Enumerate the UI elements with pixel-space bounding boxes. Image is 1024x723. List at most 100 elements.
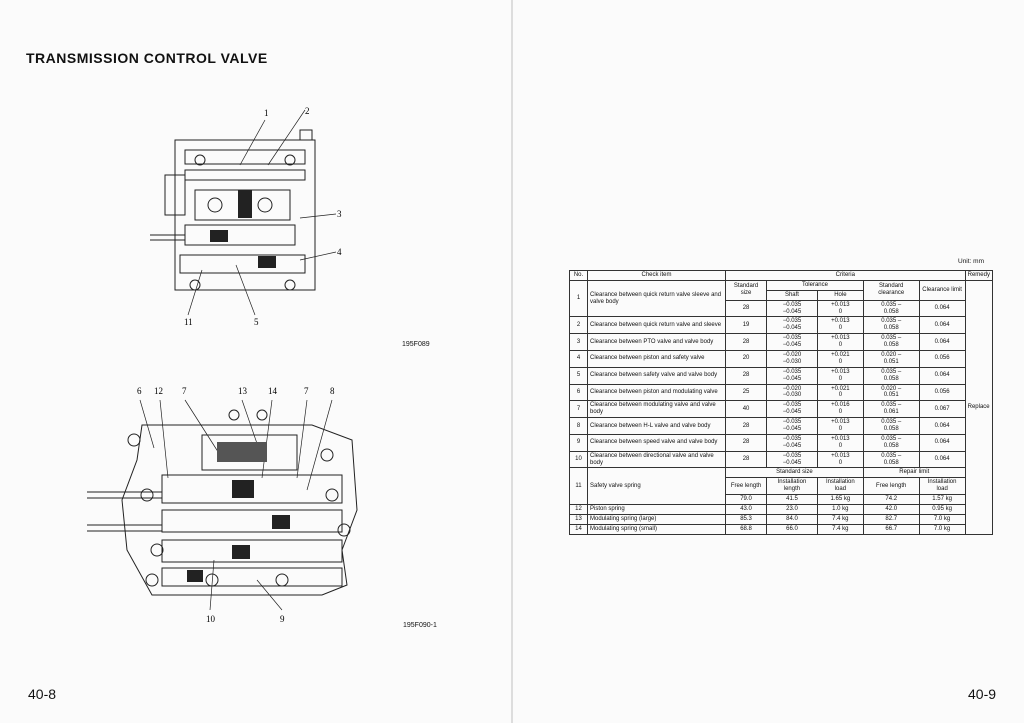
callout-9: 9	[280, 614, 285, 624]
spring-installation-length: 66.0	[766, 523, 818, 535]
spring-installation-load: 7.4 kg	[816, 513, 864, 525]
row-hole: +0.013 0	[816, 433, 864, 452]
spring-installation-load: 1.0 kg	[816, 504, 864, 515]
header-free-length: Free length	[724, 477, 768, 496]
callout-10: 10	[206, 614, 216, 624]
page-number-left: 40-8	[28, 686, 57, 702]
row-hole: +0.013 0	[816, 366, 864, 385]
row-std-clearance: 0.035 – 0.058	[862, 316, 920, 335]
row-shaft: −0.035 −0.045	[766, 316, 818, 335]
header-repair-limit: Repair limit	[862, 467, 966, 479]
row-item: Clearance between speed valve and valve …	[587, 433, 726, 452]
row-limit: 0.064	[918, 433, 966, 452]
row-item: Clearance between H-L valve and valve bo…	[587, 417, 726, 435]
row-std-clearance: 0.035 – 0.061	[862, 400, 920, 419]
header-criteria: Criteria	[725, 270, 966, 281]
callout-8: 8	[330, 386, 335, 396]
callout-14: 14	[268, 386, 278, 396]
row-shaft: −0.035 −0.045	[766, 366, 818, 385]
row-item: Clearance between modulating valve and v…	[587, 400, 726, 419]
row-no: 4	[569, 350, 588, 368]
spring-installation-length: 84.0	[766, 513, 818, 525]
row-item: Clearance between quick return valve sle…	[587, 279, 726, 318]
row-no: 6	[569, 383, 588, 402]
spring-repair-load: 1.57 kg	[918, 494, 966, 506]
header-installation-length: Installation length	[766, 477, 818, 496]
header-tolerance: Tolerance	[766, 279, 864, 291]
row-shaft: −0.020 −0.030	[766, 383, 818, 402]
row-shaft: −0.035 −0.045	[766, 450, 818, 469]
spring-installation-load: 1.65 kg	[816, 494, 864, 506]
row-no: 14	[569, 523, 588, 535]
row-item: Safety valve spring	[587, 467, 726, 506]
row-hole: +0.013 0	[816, 417, 864, 435]
remedy-cell: Replace	[964, 279, 994, 535]
header-standard-clearance: Standard clearance	[862, 279, 920, 301]
header-no: No.	[569, 270, 588, 281]
row-limit: 0.064	[918, 333, 966, 352]
row-no: 1	[569, 279, 588, 318]
row-size: 28	[724, 333, 768, 352]
row-no: 7	[569, 400, 588, 419]
top-figure-callouts: 1 2 3 4 11 5	[184, 106, 342, 327]
row-std-clearance: 0.035 – 0.058	[862, 366, 920, 385]
row-no: 8	[569, 417, 588, 435]
row-limit: 0.056	[918, 383, 966, 402]
row-no: 3	[569, 333, 588, 352]
row-std-clearance: 0.035 – 0.058	[862, 299, 920, 318]
row-item: Clearance between quick return valve and…	[587, 316, 726, 335]
row-no: 11	[569, 467, 588, 506]
header-row: No. Check item Criteria Remedy	[569, 270, 994, 281]
header-clearance-limit: Clearance limit	[918, 279, 966, 301]
header-installation-load: Installation load	[816, 477, 864, 496]
spring-repair-load: 0.95 kg	[918, 504, 966, 515]
spring-free-length: 85.3	[724, 513, 768, 525]
valve-drawing-top: 1 2 3 4 11 5	[150, 106, 342, 327]
row-no: 2	[569, 316, 588, 335]
header-hole: Hole	[816, 289, 864, 301]
page-title: TRANSMISSION CONTROL VALVE	[26, 50, 268, 66]
row-hole: +0.021 0	[816, 383, 864, 402]
row-shaft: −0.020 −0.030	[766, 350, 818, 368]
page-gutter	[511, 0, 513, 723]
row-item: Clearance between piston and safety valv…	[587, 350, 726, 368]
spring-free-length: 68.8	[724, 523, 768, 535]
row-std-clearance: 0.035 – 0.058	[862, 450, 920, 469]
row-no: 5	[569, 366, 588, 385]
row-size: 28	[724, 433, 768, 452]
valve-drawing-bottom: 6 12 7 13 14 7 8 10 9	[87, 386, 358, 624]
callout-7b: 7	[304, 386, 309, 396]
spring-repair-load: 7.0 kg	[918, 523, 966, 535]
row-limit: 0.064	[918, 316, 966, 335]
row-item: Modulating spring (large)	[587, 513, 726, 525]
spring-repair-free-length: 66.7	[862, 523, 920, 535]
header-spring-standard-size: Standard size	[725, 467, 864, 479]
row-size: 20	[724, 350, 768, 368]
figure-code-top: 195F089	[402, 341, 430, 348]
callout-3: 3	[337, 209, 342, 219]
row-size: 28	[724, 299, 768, 318]
header-free-length-limit: Free length	[862, 477, 920, 496]
row-item: Piston spring	[587, 504, 726, 515]
row-std-clearance: 0.035 – 0.058	[862, 433, 920, 452]
row-shaft: −0.035 −0.045	[766, 417, 818, 435]
spring-installation-length: 23.0	[766, 504, 818, 515]
callout-11: 11	[184, 317, 193, 327]
unit-label: Unit: mm	[958, 258, 984, 265]
spring-free-length: 43.0	[724, 504, 768, 515]
row-limit: 0.067	[918, 400, 966, 419]
callout-12: 12	[154, 386, 163, 396]
callout-1: 1	[264, 108, 269, 118]
spring-installation-load: 7.4 kg	[816, 523, 864, 535]
header-remedy: Remedy	[964, 270, 994, 281]
callout-7a: 7	[182, 386, 187, 396]
